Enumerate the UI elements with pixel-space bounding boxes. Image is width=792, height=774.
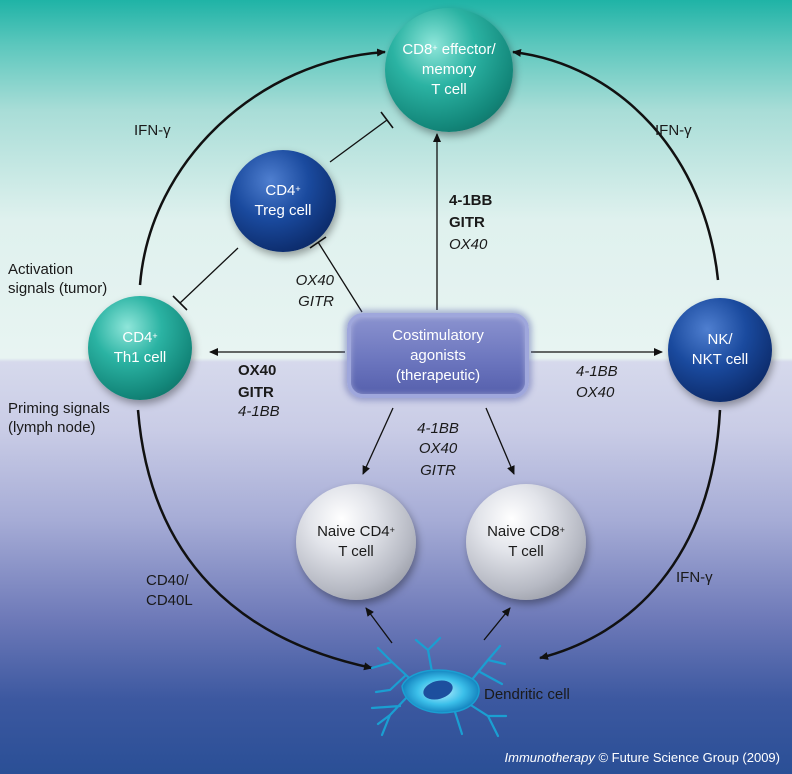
footer-journal: Immunotherapy — [504, 750, 595, 765]
arrow-agonist-to-naive-cd4 — [362, 407, 394, 475]
th1-cell[interactable]: CD4+ Th1 cell — [88, 296, 192, 400]
ifn-gamma-bottom-right-label: IFN-γ — [676, 569, 713, 586]
arrow-agonist-to-naive-cd8 — [485, 407, 515, 475]
th1-molecule-1: OX40 — [238, 362, 277, 379]
arrow-dendritic-to-naive-cd8 — [483, 607, 511, 641]
priming-label-2: (lymph node) — [8, 419, 96, 436]
naive-cd8-label-1: Naive CD8+ — [487, 523, 565, 540]
activation-label-2: signals (tumor) — [8, 280, 108, 297]
agonists-label-1: Costimulatory — [392, 326, 484, 344]
nk-label-1: NK/ — [707, 331, 733, 348]
inhib-treg-to-th1 — [179, 247, 239, 304]
priming-label-1: Priming signals — [8, 400, 110, 417]
nk-cell[interactable]: NK/ NKT cell — [668, 298, 772, 402]
dendritic-cell-label: Dendritic cell — [484, 686, 570, 703]
cd8-effector-cell[interactable]: CD8+ effector/ memory T cell — [385, 8, 513, 132]
naive-cd8-label-2: T cell — [508, 543, 544, 560]
treg-molecule-1: OX40 — [295, 272, 334, 289]
activation-label-1: Activation — [8, 261, 74, 278]
footer-rest: © Future Science Group (2009) — [594, 750, 780, 765]
arc-th1-to-dendritic — [136, 409, 373, 671]
up-molecule-1: 4-1BB — [449, 192, 493, 209]
costimulatory-agonists-box[interactable]: Costimulatory agonists (therapeutic) — [347, 313, 529, 398]
footer-credit: Immunotherapy © Future Science Group (20… — [505, 750, 781, 765]
naive-cd4-cell[interactable]: Naive CD4+ T cell — [296, 484, 416, 600]
arc-th1-to-cd8 — [138, 48, 386, 286]
arc-nk-to-cd8 — [512, 49, 720, 281]
dendritic-cell-shape — [370, 636, 508, 738]
inhib-treg-to-cd8 — [329, 119, 388, 163]
nk-label-2: NKT cell — [691, 351, 749, 368]
ifn-gamma-left-label: IFN-γ — [134, 122, 171, 139]
treg-molecule-2: GITR — [298, 293, 334, 310]
cd8-effector-label-2: memory — [421, 61, 477, 78]
naive-molecule-3: GITR — [420, 462, 456, 479]
naive-molecule-1: 4-1BB — [417, 420, 459, 437]
naive-molecule-2: OX40 — [418, 440, 458, 457]
treg-label-2: Treg cell — [254, 202, 312, 219]
nk-molecule-1: 4-1BB — [576, 363, 618, 380]
th1-molecule-3: 4-1BB — [238, 403, 280, 420]
naive-cd4-label-1: Naive CD4+ — [317, 523, 395, 540]
up-molecule-3: OX40 — [449, 236, 488, 253]
inhib-agonist-to-treg — [317, 241, 363, 313]
th1-label-1: CD4+ — [122, 329, 158, 346]
agonists-label-2: agonists — [410, 346, 466, 364]
agonists-label-3: (therapeutic) — [395, 366, 481, 384]
up-molecule-2: GITR — [449, 214, 485, 231]
naive-cd4-label-2: T cell — [338, 543, 374, 560]
cd40-label-2: CD40L — [146, 592, 193, 609]
cd8-effector-label-3: T cell — [431, 81, 467, 98]
cd8-effector-label-1: CD8+ effector/ — [402, 41, 496, 58]
naive-cd8-cell[interactable]: Naive CD8+ T cell — [466, 484, 586, 600]
treg-cell[interactable]: CD4+ Treg cell — [230, 150, 336, 252]
th1-molecule-2: GITR — [238, 384, 274, 401]
treg-label-1: CD4+ — [265, 182, 301, 199]
nk-molecule-2: OX40 — [576, 384, 615, 401]
ifn-gamma-right-label: IFN-γ — [655, 122, 692, 139]
cd40-label-1: CD40/ — [146, 572, 189, 589]
dendritic-cell-nucleus — [423, 680, 453, 700]
arc-nk-to-dendritic — [539, 409, 722, 660]
th1-label-2: Th1 cell — [113, 349, 167, 366]
arrow-dendritic-to-naive-cd4 — [365, 607, 393, 644]
